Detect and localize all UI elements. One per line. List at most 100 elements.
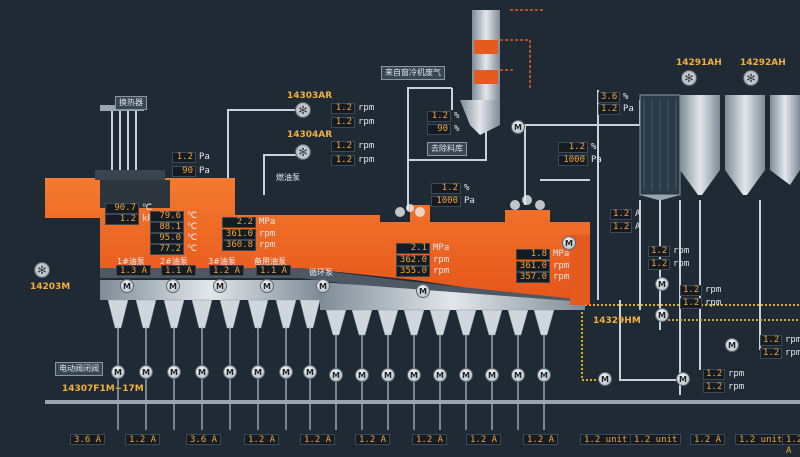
pump-spare-motor[interactable]: M (260, 279, 274, 293)
pump-1-amp: 1.3 A (116, 265, 152, 276)
mid-pct: 1.2% (431, 183, 469, 194)
scrubber-tower (472, 10, 500, 110)
hopper-motor[interactable]: M (111, 365, 125, 379)
pump-3-label: 3#油泵 (208, 257, 236, 266)
burner (95, 170, 165, 180)
tag-14291AH: 14291AH (676, 58, 722, 68)
hopper-legs (117, 328, 545, 430)
hopper-motor[interactable]: M (537, 368, 551, 382)
hopper-motor[interactable]: M (139, 365, 153, 379)
hopper-motor[interactable]: M (329, 368, 343, 382)
right-motor-3[interactable]: M (725, 338, 739, 352)
bottom-amp-reading: 1.2 A (782, 434, 800, 456)
temp-2: 79.6℃ (150, 211, 197, 222)
tag-14203M: 14203M (30, 282, 71, 292)
pump-1-motor[interactable]: M (120, 279, 134, 293)
discharge-chute (570, 235, 590, 305)
hopper-motor[interactable]: M (167, 365, 181, 379)
bottom-amp-reading: 1.2 A (355, 434, 391, 445)
bottom-amp-reading: 1.2 A (412, 434, 448, 445)
tag-14307: 14307F1M~17M (62, 384, 144, 394)
hopper-motor[interactable]: M (355, 368, 369, 382)
steam (395, 195, 545, 217)
pump-2-amp: 1.1 A (161, 265, 197, 276)
bottom-amp-reading: 1.2 unit (735, 434, 787, 445)
bottom-amp-reading: 1.2 A (523, 434, 559, 445)
circ-pump-motor[interactable]: M (316, 279, 330, 293)
pump-1-label: 1#油泵 (117, 257, 145, 266)
scrubber-pipes (500, 9, 545, 90)
hopper-motor[interactable]: M (195, 365, 209, 379)
bottom-amp-reading: 1.2 A (244, 434, 280, 445)
right-motor-5[interactable]: M (598, 372, 612, 386)
temp-3: 88.1℃ (150, 222, 197, 233)
right-motor-1[interactable]: M (655, 277, 669, 291)
right-motor-4[interactable]: M (676, 372, 690, 386)
bottom-amp-reading: 1.2 A (300, 434, 336, 445)
hopper-cones (107, 299, 555, 336)
tag-14292AH: 14292AH (740, 58, 786, 68)
silo-pct: 3.6% (598, 92, 628, 103)
hopper-motor[interactable]: M (511, 368, 525, 382)
bottom-amp-reading: 3.6 A (186, 434, 222, 445)
scrubber-motor[interactable]: M (511, 120, 525, 134)
duct-pct-1: 1.2% (427, 111, 459, 122)
pump-spare-amp: 1.1 A (256, 265, 292, 276)
bottom-amp-reading: 1.2 unit (580, 434, 632, 445)
fan-14203M-icon[interactable]: ✻ (34, 262, 50, 278)
hopper-motor[interactable]: M (485, 368, 499, 382)
hopper-motor[interactable]: M (433, 368, 447, 382)
bottom-amp-reading: 3.6 A (70, 434, 106, 445)
hopper-motor[interactable]: M (279, 365, 293, 379)
bottom-amp-reading: 1.2 A (466, 434, 502, 445)
pump-3-motor[interactable]: M (213, 279, 227, 293)
pump-3-amp: 1.2 A (209, 265, 245, 276)
pump-2-motor[interactable]: M (166, 279, 180, 293)
chute-motor[interactable]: M (562, 236, 576, 250)
bottom-amp-reading: 1.2 unit (630, 434, 682, 445)
tag-14303AR: 14303AR (287, 91, 333, 101)
temp-4: 95.0℃ (150, 233, 197, 244)
tag-14329HM: 14329HM (593, 316, 641, 326)
fuel-pump-label: 燃油泵 (276, 173, 300, 182)
fan-14303AR-icon[interactable]: ✻ (295, 102, 311, 118)
fan-14292AH-icon[interactable]: ✻ (743, 70, 759, 86)
hopper-motor[interactable]: M (223, 365, 237, 379)
heat-exchanger-label: 换热器 (115, 96, 147, 110)
pump-2-label: 2#油泵 (160, 257, 188, 266)
pump-spare-label: 备用油泵 (254, 257, 286, 266)
grate-motor[interactable]: M (416, 284, 430, 298)
fan-14304AR-icon[interactable]: ✻ (295, 144, 311, 160)
hopper-motor[interactable]: M (381, 368, 395, 382)
right-motor-2[interactable]: M (655, 308, 669, 322)
duct-pct-2: 90% (427, 124, 459, 135)
hopper-motor[interactable]: M (251, 365, 265, 379)
bottom-conveyor (45, 400, 800, 404)
circ-pump-label: 循环泵 (309, 268, 333, 277)
hopper-motor[interactable]: M (303, 365, 317, 379)
fan-14291AH-icon[interactable]: ✻ (681, 70, 697, 86)
bottom-amp-reading: 1.2 A (690, 434, 726, 445)
hopper-motor[interactable]: M (407, 368, 421, 382)
temp-5: 77.2℃ (150, 244, 197, 255)
hopper-motor[interactable]: M (459, 368, 473, 382)
